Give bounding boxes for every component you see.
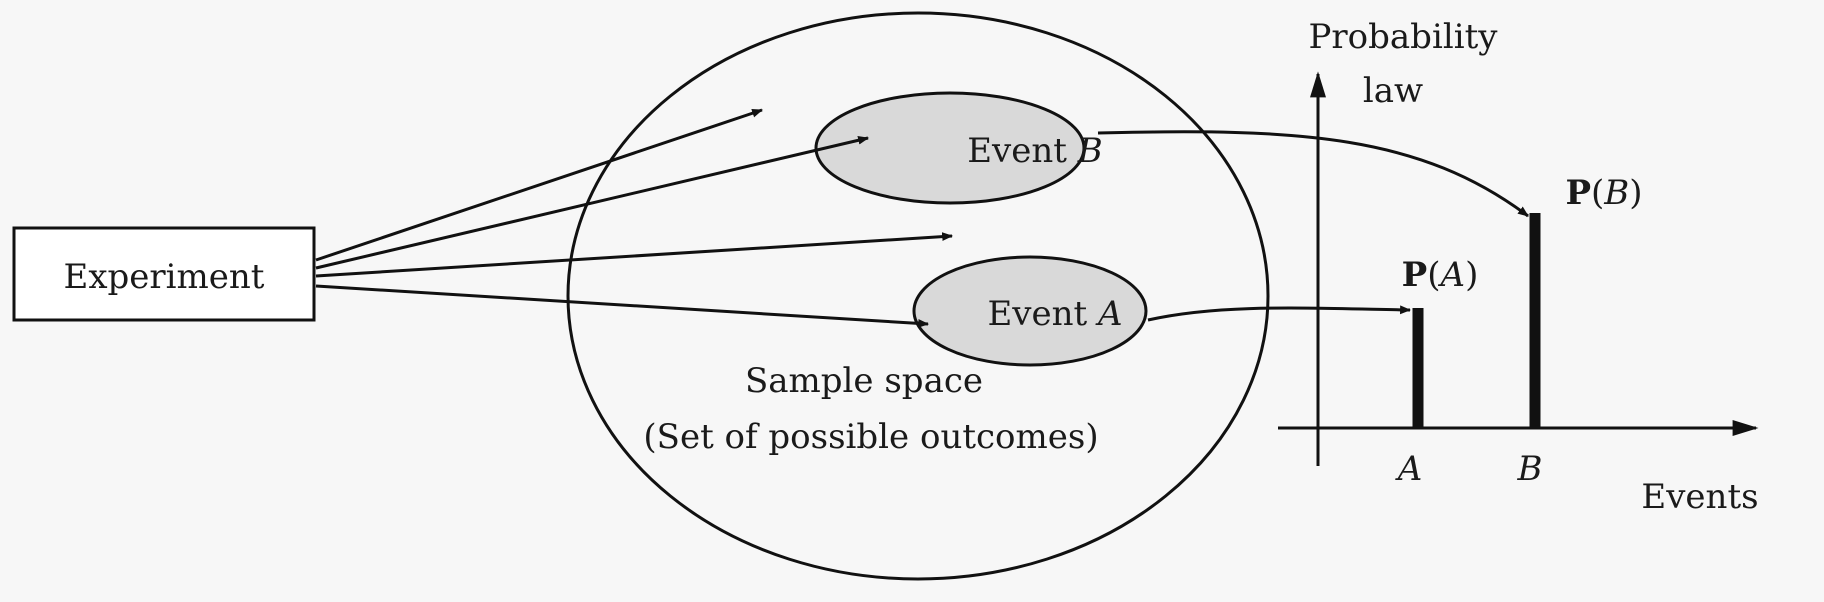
probability-law-plot: P(A) P(B) A B Events Probability law xyxy=(1278,17,1759,517)
event-a-to-prob-arrow xyxy=(1147,305,1412,322)
y-axis-label: Probability xyxy=(1309,17,1499,57)
sample-space-ellipse xyxy=(566,11,1270,581)
y-axis-sublabel: law xyxy=(1363,71,1423,111)
event-a-ellipse xyxy=(912,255,1148,367)
experiment-box xyxy=(12,226,316,322)
prob-a-label: P(A) xyxy=(1402,255,1479,295)
outcome-arrow-4 xyxy=(315,284,930,328)
sample-space-sublabel: (Set of possible outcomes) xyxy=(643,417,1098,457)
event-b-to-prob-arrow xyxy=(1097,130,1529,218)
outcome-arrow-1 xyxy=(315,108,764,262)
x-tick-b: B xyxy=(1517,449,1543,489)
experiment-node: Experiment xyxy=(12,226,316,322)
prob-b-label: P(B) xyxy=(1565,173,1642,213)
outcome-arrow-3 xyxy=(315,232,954,278)
sample-space-label: Sample space xyxy=(745,361,983,401)
outcome-arrow-2 xyxy=(315,135,870,270)
event-b-label: Event B xyxy=(967,131,1103,171)
x-axis-label: Events xyxy=(1641,477,1758,517)
event-a-label: Event A xyxy=(987,294,1122,334)
x-tick-a: A xyxy=(1395,449,1423,489)
event-b-ellipse xyxy=(814,91,1086,205)
experiment-label: Experiment xyxy=(64,257,265,297)
